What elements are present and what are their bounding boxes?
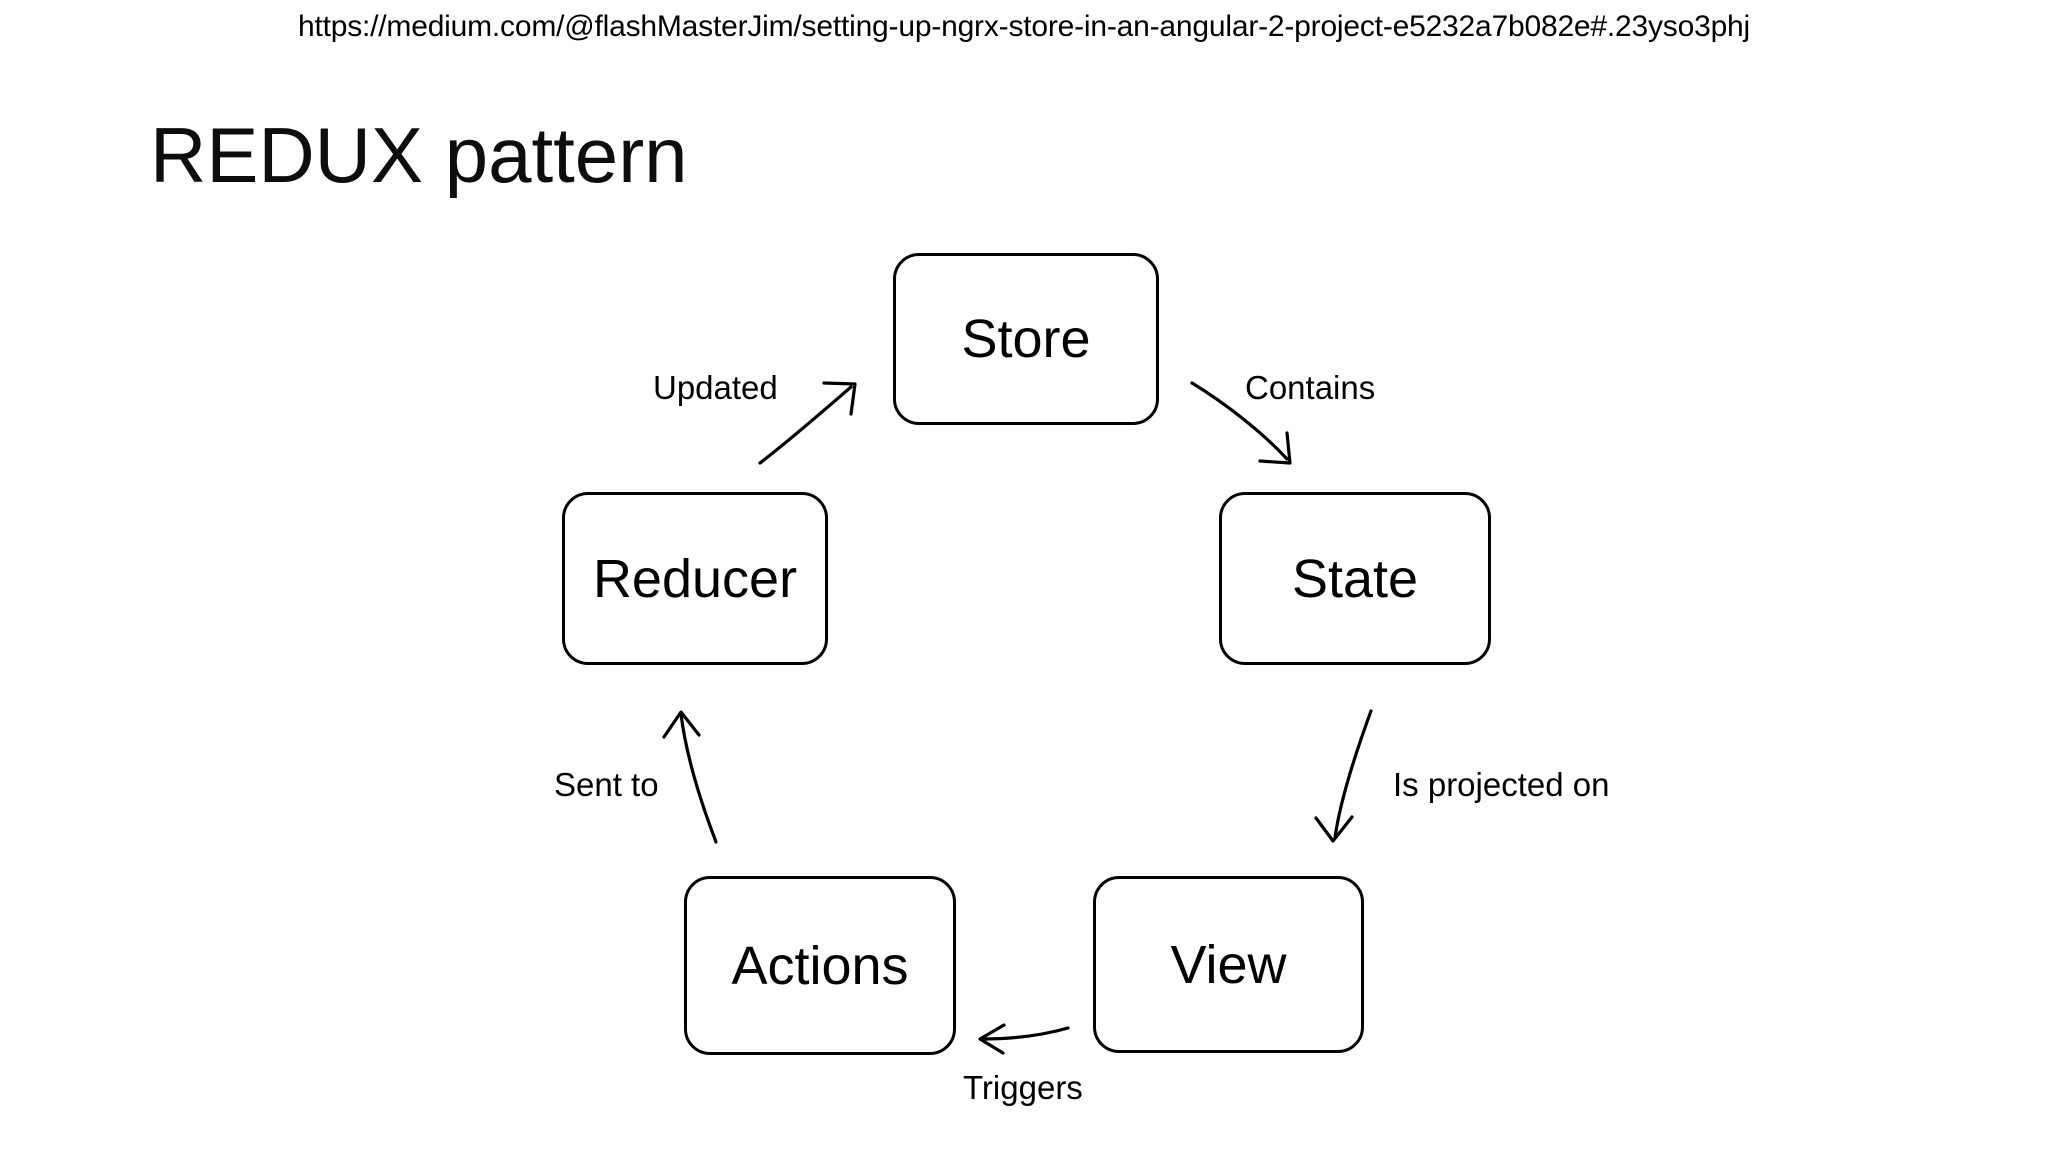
arrow-state-to-view xyxy=(1314,709,1373,843)
node-actions[interactable]: Actions xyxy=(684,876,956,1055)
page-title: REDUX pattern xyxy=(150,111,688,199)
edge-label-updated: Updated xyxy=(653,369,778,406)
edge-label-is-projected-on: Is projected on xyxy=(1393,766,1610,803)
node-state[interactable]: State xyxy=(1219,492,1491,665)
node-actions-label: Actions xyxy=(731,935,909,996)
edge-label-triggers: Triggers xyxy=(963,1069,1083,1106)
node-store[interactable]: Store xyxy=(893,253,1159,425)
source-url-text: https://medium.com/@flashMasterJim/setti… xyxy=(297,10,1751,43)
arrow-view-to-actions xyxy=(978,1023,1070,1055)
arrow-actions-to-reducer xyxy=(662,710,718,844)
node-state-label: State xyxy=(1291,548,1419,609)
node-reducer-label: Reducer xyxy=(592,548,798,609)
edge-label-contains: Contains xyxy=(1245,369,1376,406)
node-view-label: View xyxy=(1170,934,1287,995)
node-store-label: Store xyxy=(961,309,1091,369)
edge-label-sent-to: Sent to xyxy=(554,766,659,803)
node-view[interactable]: View xyxy=(1093,876,1364,1053)
node-reducer[interactable]: Reducer xyxy=(562,492,828,665)
